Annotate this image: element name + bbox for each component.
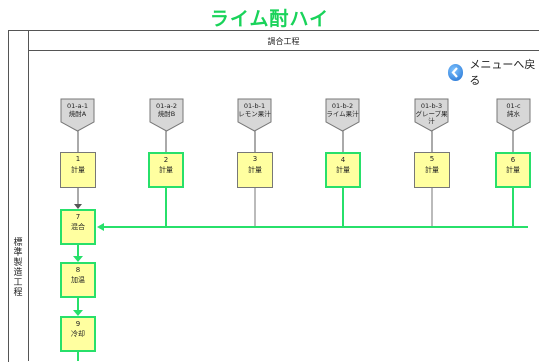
step-number: 8 [75, 266, 81, 274]
step-number: 6 [510, 156, 516, 164]
step-number: 9 [75, 320, 81, 328]
step-number: 3 [252, 155, 258, 163]
step-label: 混合 [71, 223, 85, 231]
left-swimlane-column [8, 30, 29, 361]
process-step-box[interactable]: 8 加温 [60, 262, 96, 298]
weigh-step-box[interactable]: 4 計量 [325, 152, 361, 188]
step-number: 5 [429, 155, 435, 163]
step-label: 計量 [506, 166, 520, 174]
page-title: ライム酎ハイ [209, 8, 330, 30]
back-arrow-icon [448, 63, 464, 81]
process-header-label: 調合工程 [267, 37, 300, 46]
material-name: レモン果汁 [238, 109, 271, 118]
weigh-step-box[interactable]: 2 計量 [148, 152, 184, 188]
step-label: 計量 [71, 166, 85, 174]
back-to-menu-button[interactable]: メニューへ戻る [448, 58, 539, 87]
material-code: 01-a-1 [66, 102, 89, 110]
weigh-step-box[interactable]: 3 計量 [237, 152, 273, 188]
step-number: 4 [340, 156, 346, 164]
step-label: 計量 [425, 166, 439, 174]
material-name: ライム果汁 [326, 109, 359, 118]
material-code: 01-b-3 [420, 102, 443, 110]
header-band [28, 30, 539, 51]
diagram-frame [8, 30, 539, 362]
material-code: 01-a-2 [155, 102, 178, 110]
weigh-step-box[interactable]: 6 計量 [495, 152, 531, 188]
step-label: 計量 [159, 166, 173, 174]
material-name: 焼酎A [68, 109, 87, 118]
process-step-box[interactable]: 7 混合 [60, 209, 96, 245]
material-name: 純水 [507, 109, 520, 118]
material-code: 01-c [506, 102, 521, 110]
material-code: 01-b-2 [331, 102, 354, 110]
step-number: 2 [163, 156, 169, 164]
step-label: 冷却 [71, 330, 85, 338]
step-label: 加温 [71, 276, 85, 284]
process-step-box[interactable]: 9 冷却 [60, 316, 96, 352]
step-label: 計量 [248, 166, 262, 174]
material-code: 01-b-1 [243, 102, 266, 110]
weigh-step-box[interactable]: 1 計量 [60, 152, 96, 188]
material-name: グレープ果汁 [415, 109, 448, 125]
step-number: 7 [75, 213, 81, 221]
back-to-menu-label: メニューへ戻る [469, 58, 536, 87]
material-name: 焼酎B [157, 109, 176, 118]
weigh-step-box[interactable]: 5 計量 [414, 152, 450, 188]
step-number: 1 [75, 155, 81, 163]
step-label: 計量 [336, 166, 350, 174]
swimlane-label: 標準製造工程 [13, 238, 23, 298]
